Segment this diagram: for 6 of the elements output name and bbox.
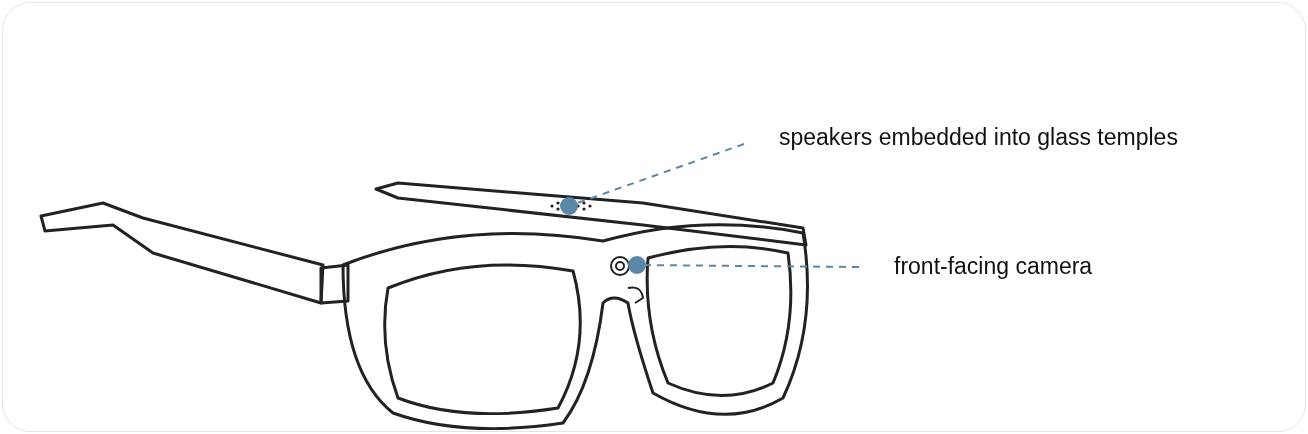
callout-label: speakers embedded into glass temples [779, 123, 1178, 151]
callout-label: front-facing camera [894, 252, 1093, 280]
leader-line [576, 143, 745, 204]
marker-dot [560, 197, 578, 215]
marker-dot [628, 256, 646, 274]
leader-line [645, 264, 860, 268]
